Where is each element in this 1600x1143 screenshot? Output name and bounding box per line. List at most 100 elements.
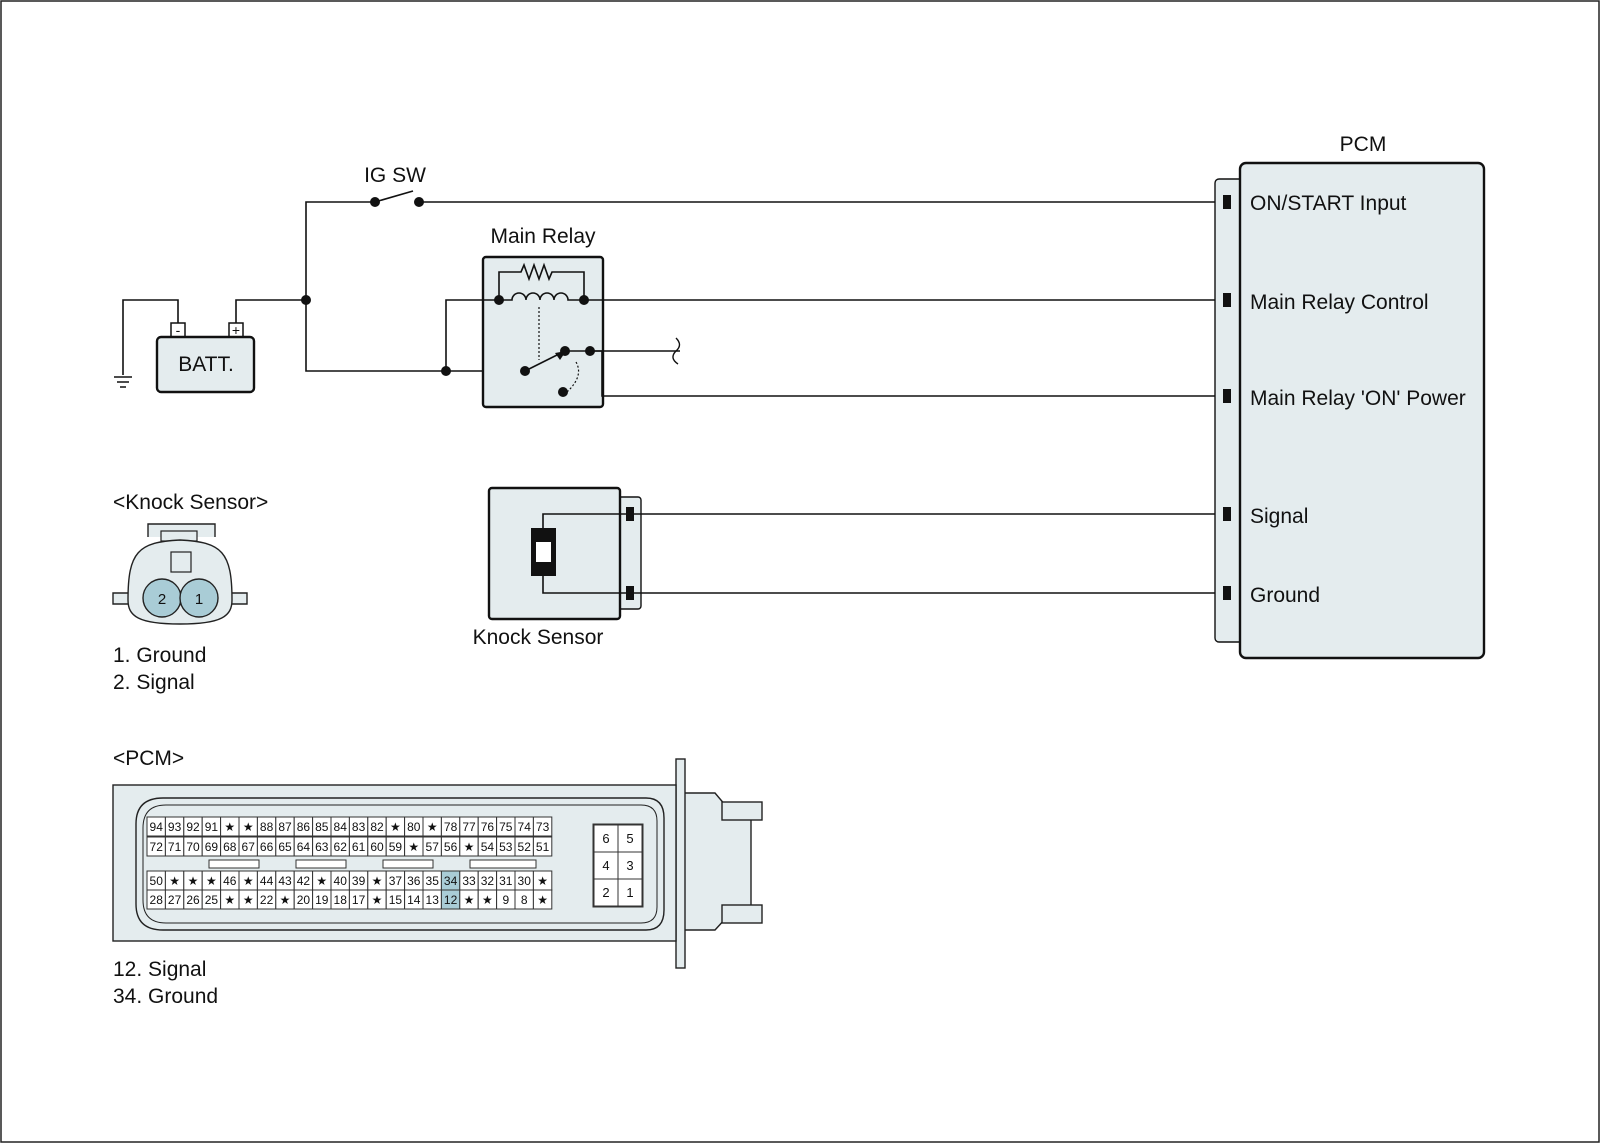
pin-number: 75	[499, 820, 513, 834]
battery-positive-wire	[235, 299, 306, 323]
main-relay: Main Relay	[481, 225, 605, 409]
pin-number: 33	[462, 874, 476, 888]
pin-number: 31	[499, 874, 513, 888]
pcm-module: PCM ON/START Input Main Relay Control Ma…	[1214, 133, 1486, 660]
pin-number: 20	[297, 893, 311, 907]
knock-pin-1	[179, 578, 219, 618]
pin-number: 56	[444, 840, 458, 854]
pin-number: 88	[260, 820, 274, 834]
pin-number: 15	[389, 893, 403, 907]
small-pin-number: 6	[602, 831, 609, 846]
pin-number: 26	[186, 893, 200, 907]
pin-number: ★	[169, 874, 180, 888]
pin-number: ★	[243, 820, 254, 834]
pin-number: ★	[243, 893, 254, 907]
pin-number: 94	[150, 820, 164, 834]
pcm-terminal-main-relay-control: Main Relay Control	[1250, 291, 1429, 314]
pcm-terminal-main-relay-on-power: Main Relay 'ON' Power	[1250, 387, 1466, 410]
wire-to-relay-switch	[305, 300, 525, 372]
battery-minus-sign: -	[176, 322, 181, 338]
knock-legend-signal: 2. Signal	[113, 671, 195, 694]
battery-ground-wire	[122, 299, 179, 375]
pin-number: 46	[223, 874, 237, 888]
pin-number: 60	[370, 840, 384, 854]
pin-number: ★	[224, 893, 235, 907]
relay-resistor	[498, 262, 585, 300]
pin-number: ★	[408, 840, 419, 854]
pin-number: 52	[518, 840, 532, 854]
pin-number: 77	[462, 820, 476, 834]
pcm-legend-signal: 12. Signal	[113, 958, 206, 981]
pin-number: 72	[150, 840, 164, 854]
pin-number: 86	[297, 820, 311, 834]
pin-number: ★	[464, 840, 475, 854]
relay-coil	[499, 292, 584, 301]
pin-number: ★	[372, 893, 383, 907]
pin-number: 14	[407, 893, 421, 907]
pin-number: 62	[334, 840, 348, 854]
pin-number: ★	[243, 874, 254, 888]
pin-number: 39	[352, 874, 366, 888]
main-relay-body	[481, 255, 605, 409]
pcm-body	[1238, 161, 1486, 660]
pin-number: 19	[315, 893, 329, 907]
pin-number: 57	[426, 840, 440, 854]
small-pin-number: 2	[602, 885, 609, 900]
pcm-connector-title: <PCM>	[113, 747, 184, 770]
pin-cell	[532, 816, 553, 837]
pin-number: ★	[372, 874, 383, 888]
pin-number: 59	[389, 840, 403, 854]
pin-number: 22	[260, 893, 274, 907]
small-pin-cell	[617, 851, 643, 880]
pin-number: 42	[297, 874, 311, 888]
pin-number: ★	[188, 874, 199, 888]
small-pin-cell	[593, 824, 619, 853]
pin-number: 32	[481, 874, 495, 888]
pin-cell	[532, 889, 553, 910]
pin-number: 78	[444, 820, 458, 834]
pin-number: 66	[260, 840, 274, 854]
small-pin-cell	[617, 878, 643, 907]
pin-number: 65	[278, 840, 292, 854]
pin-number: 92	[186, 820, 200, 834]
pin-number: 61	[352, 840, 366, 854]
pin-number: 12	[444, 893, 458, 907]
battery: - + BATT.	[114, 299, 306, 394]
knock-pin-2-label: 2	[158, 591, 166, 608]
pin-number: ★	[482, 893, 493, 907]
ignition-switch: IG SW	[364, 164, 426, 207]
pin-number: ★	[427, 820, 438, 834]
pin-number: 17	[352, 893, 366, 907]
knock-sensor-signal-lead	[542, 513, 630, 528]
small-pin-number: 3	[626, 858, 633, 873]
small-pin-cell	[617, 824, 643, 853]
pin-number: 34	[444, 874, 458, 888]
pin-number: 74	[518, 820, 532, 834]
wire-break-symbol	[672, 337, 681, 365]
pin-number: ★	[390, 820, 401, 834]
pcm-terminal-pin	[1223, 195, 1231, 209]
pin-number: 69	[205, 840, 219, 854]
pin-number: 43	[278, 874, 292, 888]
pin-number: 54	[481, 840, 495, 854]
small-pin-number: 4	[602, 858, 609, 873]
pin-cell	[532, 836, 553, 857]
pcm-terminal-ground: Ground	[1250, 584, 1320, 607]
pin-number: 35	[426, 874, 440, 888]
pin-number: 37	[389, 874, 403, 888]
pin-number: 53	[499, 840, 513, 854]
knock-sensor-ground-lead	[542, 576, 630, 594]
pin-number: 85	[315, 820, 329, 834]
pin-number: ★	[316, 874, 327, 888]
pin-number: 9	[502, 893, 509, 907]
small-pin-number: 5	[626, 831, 633, 846]
pin-number: 93	[168, 820, 182, 834]
pin-number: ★	[537, 893, 548, 907]
pin-number: ★	[464, 893, 475, 907]
knock-connector-title: <Knock Sensor>	[113, 491, 268, 514]
pin-number: 44	[260, 874, 274, 888]
knock-sensor-label: Knock Sensor	[473, 626, 604, 649]
